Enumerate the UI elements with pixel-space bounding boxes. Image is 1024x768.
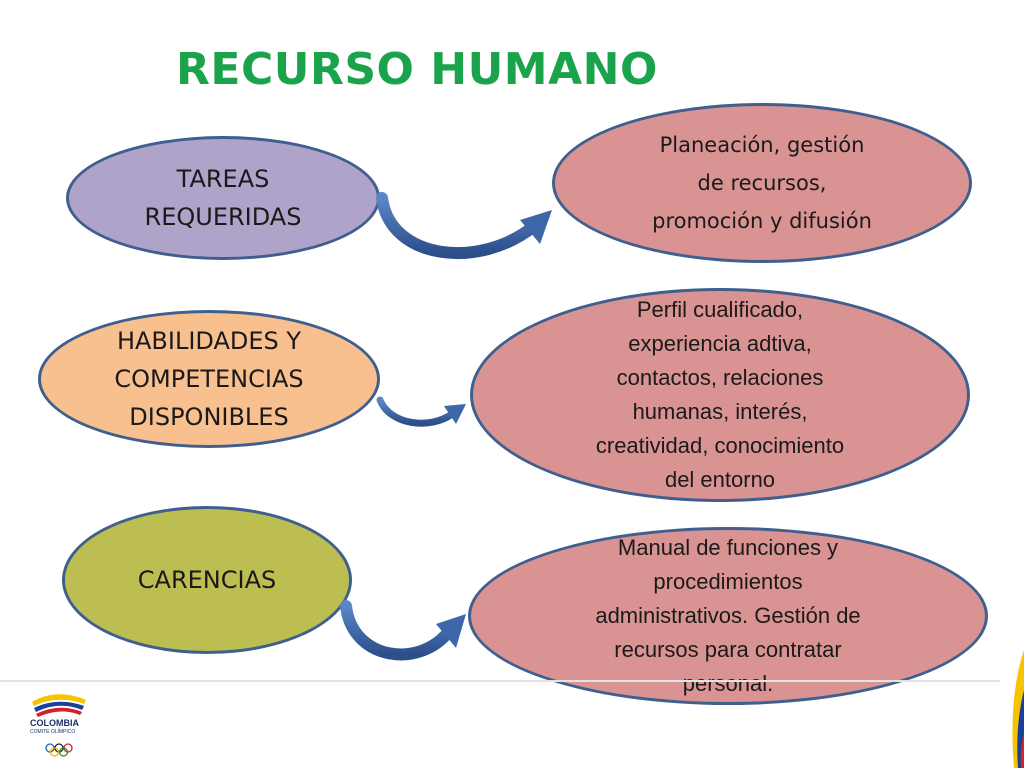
curved-arrow-icon-2 [376, 396, 466, 427]
planeacion-text: Planeación, gestión de recursos, promoci… [652, 133, 872, 233]
curved-arrow-icon-3 [340, 600, 466, 661]
manual-funciones-text: Manual de funciones y procedimientos adm… [595, 535, 861, 696]
slide-title: RECURSO HUMANO [176, 44, 658, 95]
colombia-olympic-logo [32, 694, 86, 757]
flag-decoration [1012, 650, 1024, 768]
tareas-requeridas-label: TAREAS REQUERIDAS [144, 165, 302, 231]
habilidades-competencias-label: HABILIDADES Y COMPETENCIAS DISPONIBLES [114, 327, 304, 431]
perfil-text: Perfil cualificado, experiencia adtiva, … [595, 297, 845, 492]
tareas-requeridas-ellipse: TAREAS REQUERIDAS [66, 136, 380, 260]
carencias-ellipse: CARENCIAS [62, 506, 352, 654]
logo-text: COLOMBIA [30, 718, 79, 728]
footer-divider [0, 680, 1000, 682]
curved-arrow-icon-1 [376, 192, 552, 260]
perfil-ellipse: Perfil cualificado, experiencia adtiva, … [470, 288, 970, 502]
habilidades-competencias-ellipse: HABILIDADES Y COMPETENCIAS DISPONIBLES [38, 310, 380, 448]
logo-subtext: COMITÉ OLÍMPICO [30, 729, 76, 735]
planeacion-ellipse: Planeación, gestión de recursos, promoci… [552, 103, 972, 263]
manual-funciones-ellipse: Manual de funciones y procedimientos adm… [468, 527, 988, 705]
carencias-label: CARENCIAS [137, 566, 277, 594]
